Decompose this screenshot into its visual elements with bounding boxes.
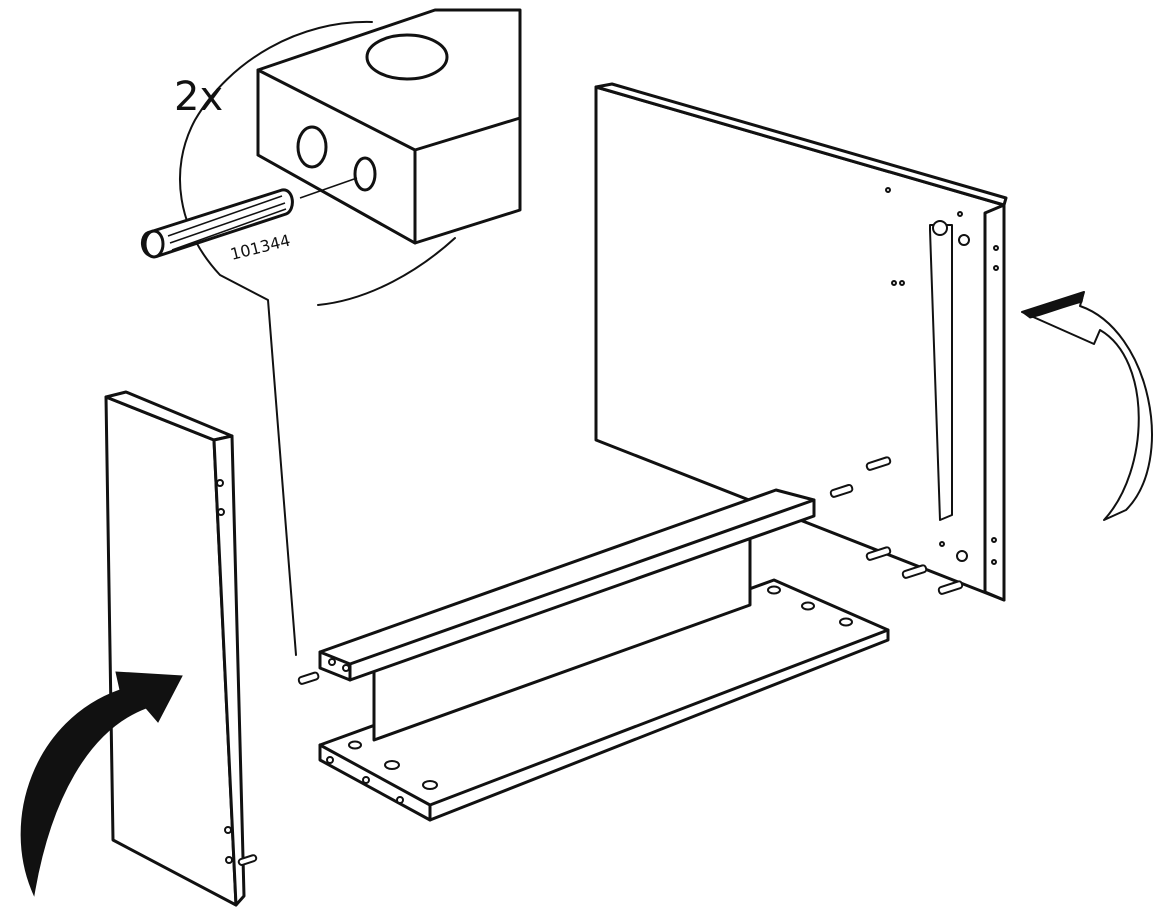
curved-arrow-icon (1021, 291, 1153, 521)
side-panel (104, 390, 258, 907)
quantity-label: 2x (174, 74, 223, 120)
dowel-icon (141, 188, 294, 259)
part-number-label: 101344 (228, 231, 292, 264)
callout-board (256, 8, 522, 245)
drawer-runner (929, 224, 953, 521)
detail-callout: 2x 101344 (141, 8, 522, 656)
curved-arrow-icon (20, 671, 183, 897)
back-panel (594, 82, 1008, 602)
rail-and-base (297, 488, 890, 822)
callout-outline (179, 20, 456, 656)
